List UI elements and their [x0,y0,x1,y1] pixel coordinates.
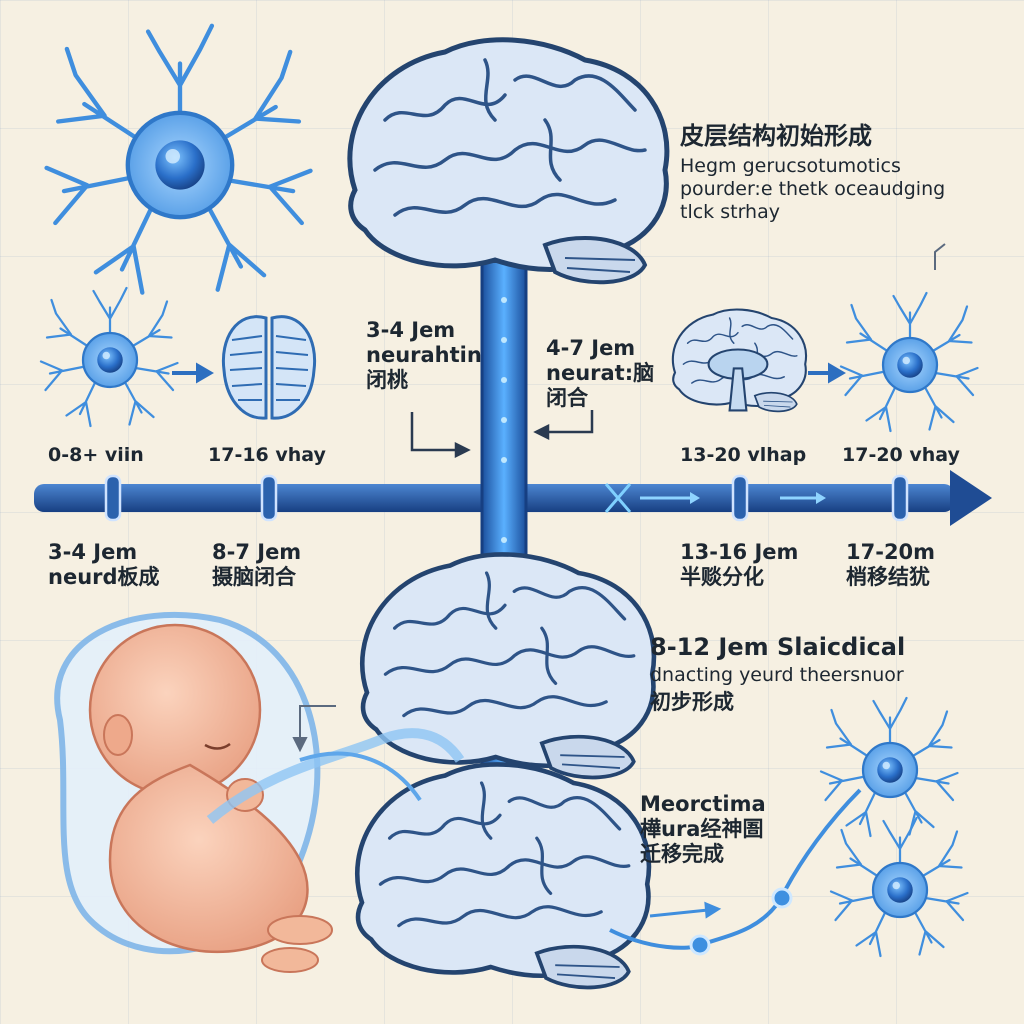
migration-path [609,788,862,950]
pointer-line [934,243,946,270]
center-right-line3: 闭合 [546,386,588,410]
center-right-line1: 4-7 Jem [546,336,636,360]
top-right-line1: Hegm gerucsotumotics [680,155,901,177]
brain-icon-bottom [357,764,649,987]
center-right-label: 4-7 Jem neurat:脑 闭合 [546,336,654,411]
arrow-icon [410,410,594,459]
middle-right-line1: dnacting yeurd theersnuor [650,664,904,686]
bottom-right-line3: 迁移完成 [640,842,724,866]
center-left-label: 3-4 Jem neurahtin 闭桃 [366,318,482,393]
stage-label-neural-plate: 17-16 vhay [208,444,326,466]
neuron-icon-bottom-right-2 [829,816,969,958]
timeline-label-4-line2: 梢移结犹 [846,565,930,589]
top-right-line3: tlck strhay [680,201,780,223]
brain-section-icon [671,308,808,413]
timeline-label-2-line2: 摄脑闭合 [212,565,296,589]
neuron-icon-small-left [39,286,179,428]
arrow-icon [172,362,214,384]
timeline-label-1-line1: 3-4 Jem [48,540,138,564]
timeline-label-4-line1: 17-20m [846,540,936,564]
stage-label-brain-section: 13-20 vlhap [680,444,807,466]
brain-icon-middle [362,554,654,777]
arrow-icon [292,705,336,753]
bottom-right-line1: Meorctima [640,792,766,816]
neuron-icon-small-right [839,291,979,433]
neuron-icon-bottom-right-1 [819,696,959,838]
middle-right-line2: 初步形成 [650,690,734,714]
bottom-right-label: Meorctima 樺ura经神圄 迁移完成 [640,792,766,867]
stage-label-right-neuron: 17-20 vhay [842,444,960,466]
top-right-title: 皮层结构初始形成 [680,122,872,150]
bottom-right-line2: 樺ura经神圄 [640,817,764,841]
brain-icon-top [350,40,667,282]
arrow-icon [808,362,846,384]
timeline-label-3-line2: 半赕分化 [680,565,764,589]
stage-label-left-neuron: 0-8+ viin [48,444,144,466]
timeline-label-3: 13-16 Jem 半赕分化 [680,540,798,590]
top-right-line2: pourder:e thetk oceaudging [680,178,946,200]
timeline-label-1: 3-4 Jem neurd板成 [48,540,160,590]
timeline-label-2-line1: 8-7 Jem [212,540,302,564]
center-left-line2: neurahtin [366,343,482,367]
middle-right-title: 8-12 Jem Slaicdical [650,633,906,661]
timeline-label-2: 8-7 Jem 摄脑闭合 [212,540,301,590]
center-left-line3: 闭桃 [366,368,408,392]
arrow-icon [649,901,722,919]
timeline-label-1-line2: neurd板成 [48,565,160,589]
migration-node [689,887,793,956]
timeline-label-4: 17-20m 梢移结犹 [846,540,935,590]
center-right-line2: neurat:脑 [546,361,655,385]
center-left-line1: 3-4 Jem [366,318,456,342]
neuron-icon-top-left [47,26,311,293]
neural-plate-icon [221,315,317,420]
fetus-icon [54,611,465,973]
timeline-label-3-line1: 13-16 Jem [680,540,799,564]
